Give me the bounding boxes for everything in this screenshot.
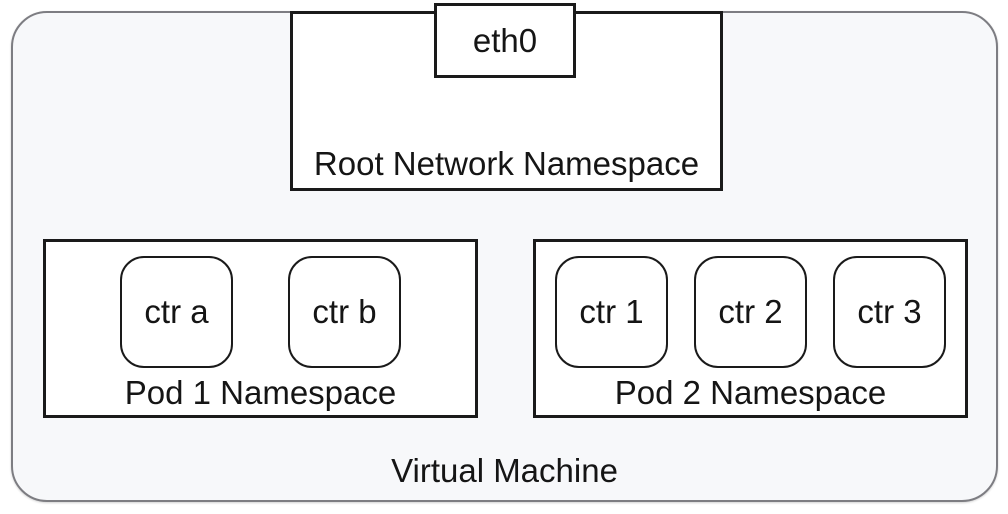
container-label: ctr b: [312, 293, 377, 330]
container-box-ctr-2: ctr 2: [694, 256, 807, 368]
root-network-namespace-label: Root Network Namespace: [313, 145, 700, 182]
container-label: ctr 2: [718, 293, 783, 330]
pod-2-namespace-label: Pod 2 Namespace: [614, 374, 887, 411]
virtual-machine-label: Virtual Machine: [391, 452, 618, 489]
container-label: ctr 3: [857, 293, 922, 330]
container-label: ctr 1: [579, 293, 644, 330]
pod-1-container-row: ctr a ctr b: [46, 256, 475, 368]
eth0-label: eth0: [472, 21, 538, 59]
container-box-ctr-1: ctr 1: [555, 256, 668, 368]
pod-1-namespace-box: ctr a ctr b Pod 1 Namespace: [43, 239, 478, 418]
container-label: ctr a: [144, 293, 209, 330]
pod-2-container-row: ctr 1 ctr 2 ctr 3: [536, 256, 965, 368]
container-box-ctr-a: ctr a: [120, 256, 233, 368]
container-box-ctr-3: ctr 3: [833, 256, 946, 368]
eth0-interface-box: eth0: [434, 3, 576, 78]
pod-1-namespace-label: Pod 1 Namespace: [124, 374, 397, 411]
container-box-ctr-b: ctr b: [288, 256, 401, 368]
pod-2-namespace-box: ctr 1 ctr 2 ctr 3 Pod 2 Namespace: [533, 239, 968, 418]
